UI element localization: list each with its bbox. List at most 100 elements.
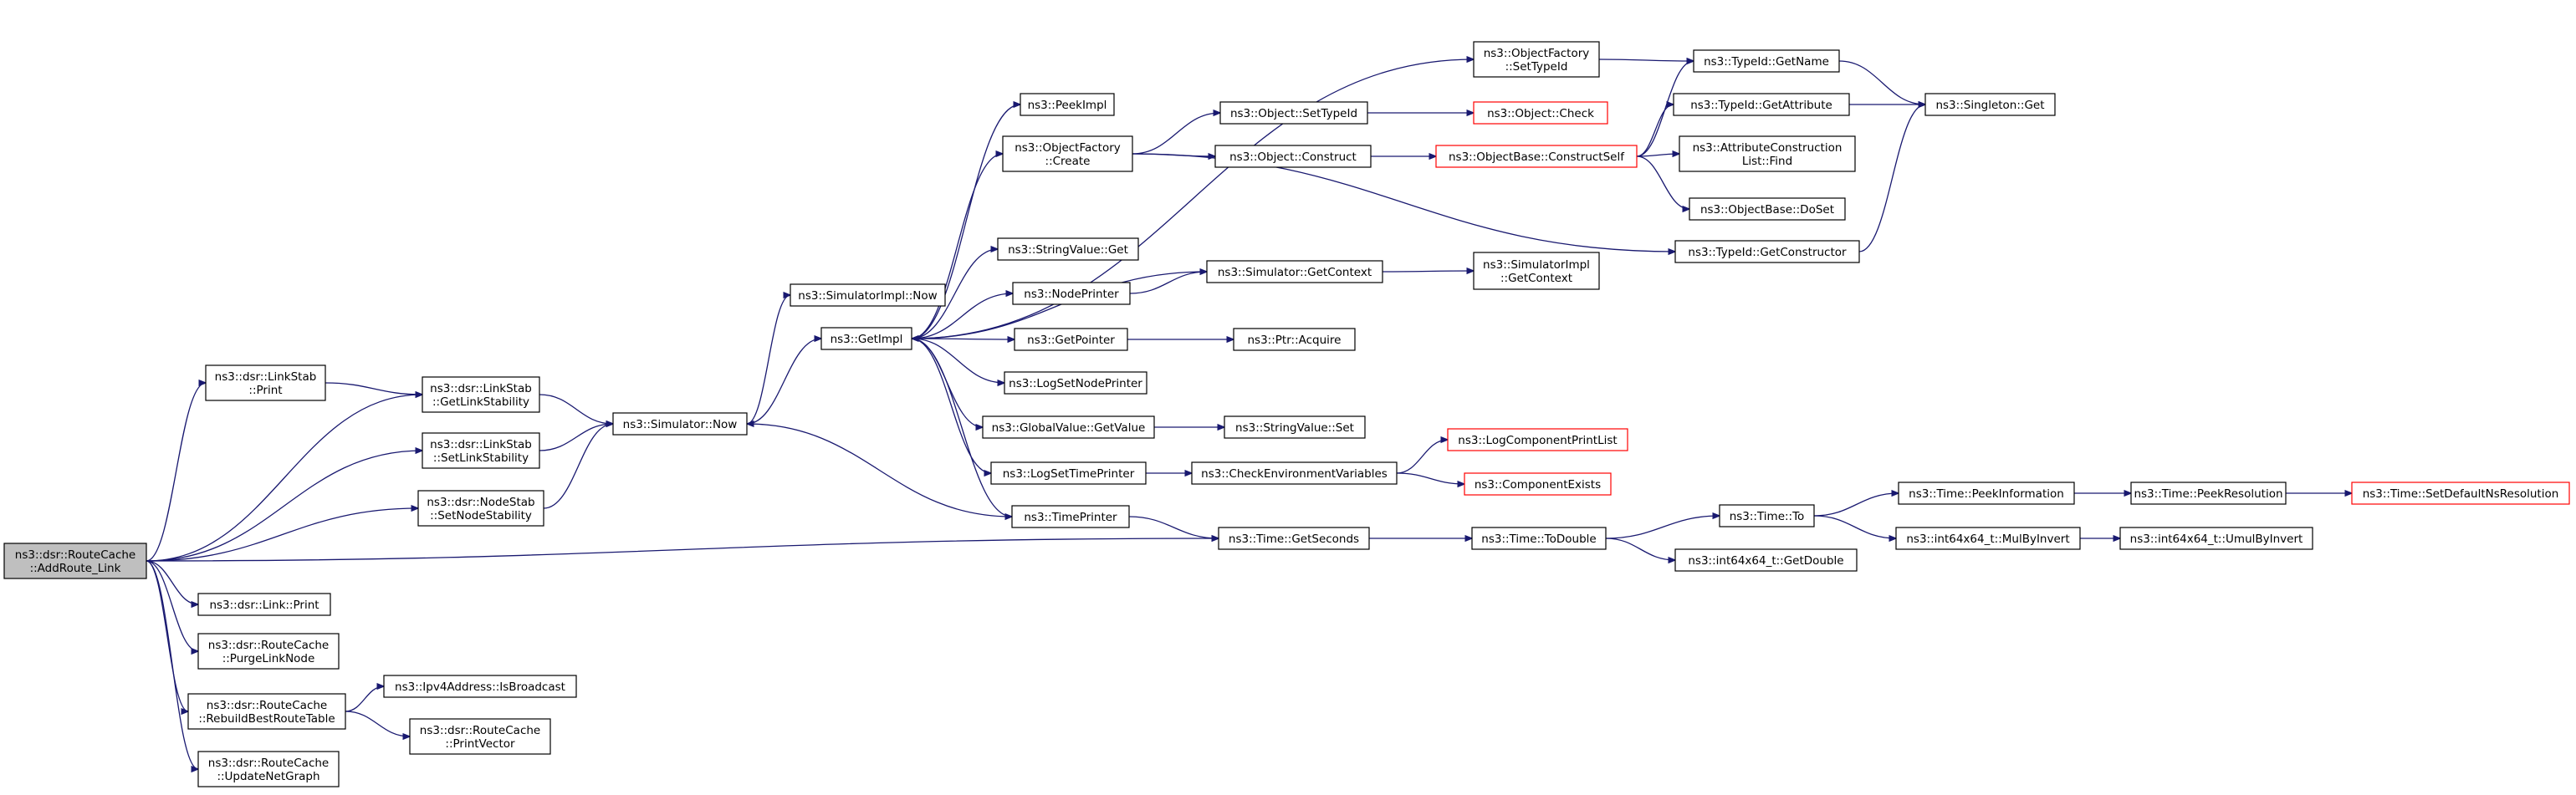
node-singleton-get[interactable]: ns3::Singleton::Get xyxy=(1924,93,2056,116)
node-label: ns3::Time::GetSeconds xyxy=(1229,533,1359,546)
node-time-todouble[interactable]: ns3::Time::ToDouble xyxy=(1471,527,1607,550)
node-getlinkstab[interactable]: ns3::dsr::LinkStab::GetLinkStability xyxy=(422,376,540,413)
node-setnodestab[interactable]: ns3::dsr::NodeStab::SetNodeStability xyxy=(417,490,544,527)
edge-sim_getcontext-to-simimpl_getcontext xyxy=(1382,271,1474,272)
node-obj-check[interactable]: ns3::Object::Check xyxy=(1473,101,1608,125)
node-time-peekinfo[interactable]: ns3::Time::PeekInformation xyxy=(1898,482,2075,505)
node-time-peekres[interactable]: ns3::Time::PeekResolution xyxy=(2130,482,2287,505)
node-isbroadcast[interactable]: ns3::Ipv4Address::IsBroadcast xyxy=(383,675,577,698)
node-ob-doset[interactable]: ns3::ObjectBase::DoSet xyxy=(1689,197,1846,221)
node-rebuild[interactable]: ns3::dsr::RouteCache::RebuildBestRouteTa… xyxy=(187,693,346,730)
node-peekimpl[interactable]: ns3::PeekImpl xyxy=(1020,93,1115,116)
edge-getimpl-to-nodeprinter xyxy=(911,293,1013,339)
node-box xyxy=(1895,527,2081,550)
node-label: ::Create xyxy=(1045,155,1091,168)
node-label: ns3::Ptr::Acquire xyxy=(1248,334,1342,347)
node-box xyxy=(1674,548,1858,572)
node-obj-settypeid[interactable]: ns3::Object::SetTypeId xyxy=(1219,101,1368,125)
node-tid-getconstructor[interactable]: ns3::TypeId::GetConstructor xyxy=(1674,240,1860,263)
node-printvector[interactable]: ns3::dsr::RouteCache::PrintVector xyxy=(409,718,551,755)
node-simimpl-now[interactable]: ns3::SimulatorImpl::Now xyxy=(790,283,946,307)
node-time-to[interactable]: ns3::Time::To xyxy=(1719,504,1815,527)
node-addroute[interactable]: ns3::dsr::RouteCache::AddRoute_Link xyxy=(3,543,147,579)
node-obj-construct[interactable]: ns3::Object::Construct xyxy=(1214,145,1372,168)
node-label: ns3::GetPointer xyxy=(1027,334,1115,347)
node-ptr-acquire[interactable]: ns3::Ptr::Acquire xyxy=(1233,328,1356,351)
edges-layer xyxy=(146,59,2352,769)
node-label: ns3::NodePrinter xyxy=(1024,288,1119,301)
node-setlinkstab[interactable]: ns3::dsr::LinkStab::SetLinkStability xyxy=(422,432,540,469)
node-time-setdefault[interactable]: ns3::Time::SetDefaultNsResolution xyxy=(2351,482,2570,505)
edge-getimpl-to-strval_get xyxy=(911,249,998,339)
node-getimpl[interactable]: ns3::GetImpl xyxy=(820,327,912,350)
node-of-create[interactable]: ns3::ObjectFactory::Create xyxy=(1002,135,1133,172)
node-label: ns3::Simulator::Now xyxy=(623,418,738,431)
node-box xyxy=(422,432,540,469)
node-box xyxy=(1224,415,1366,439)
edge-ob_constructself-to-tid_getattribute xyxy=(1636,104,1674,157)
edge-addroute-to-setnodestab xyxy=(146,508,418,562)
node-logsetnode[interactable]: ns3::LogSetNodePrinter xyxy=(1004,371,1147,395)
node-compexists[interactable]: ns3::ComponentExists xyxy=(1464,472,1612,496)
node-label: ns3::Singleton::Get xyxy=(1935,99,2044,112)
node-box xyxy=(197,593,331,616)
node-box xyxy=(1679,135,1856,172)
node-int64-getdouble[interactable]: ns3::int64x64_t::GetDouble xyxy=(1674,548,1858,572)
node-ob-constructself[interactable]: ns3::ObjectBase::ConstructSelf xyxy=(1435,145,1638,168)
edge-rebuild-to-isbroadcast xyxy=(345,686,384,712)
node-timeprinter[interactable]: ns3::TimePrinter xyxy=(1011,505,1130,528)
node-strval-get[interactable]: ns3::StringValue::Get xyxy=(997,237,1139,261)
node-int64-mulbyinvert[interactable]: ns3::int64x64_t::MulByInvert xyxy=(1895,527,2081,550)
node-box xyxy=(187,693,346,730)
node-box xyxy=(1473,252,1600,290)
node-tid-getname[interactable]: ns3::TypeId::GetName xyxy=(1693,49,1840,73)
node-label: ns3::TypeId::GetConstructor xyxy=(1688,246,1847,259)
node-label: ns3::Time::PeekResolution xyxy=(2134,487,2282,501)
node-time-getseconds[interactable]: ns3::Time::GetSeconds xyxy=(1218,527,1370,550)
node-box xyxy=(1206,260,1383,283)
node-box xyxy=(197,751,340,787)
node-simimpl-getcontext[interactable]: ns3::SimulatorImpl::GetContext xyxy=(1473,252,1600,290)
node-sim-now[interactable]: ns3::Simulator::Now xyxy=(612,412,748,436)
node-box xyxy=(1233,328,1356,351)
node-link-print[interactable]: ns3::dsr::Link::Print xyxy=(197,593,331,616)
node-label: List::Find xyxy=(1742,155,1792,168)
node-int64-umulbyinvert[interactable]: ns3::int64x64_t::UmulByInvert xyxy=(2119,527,2313,550)
node-nodeprinter[interactable]: ns3::NodePrinter xyxy=(1012,282,1131,305)
node-label: ns3::Ipv4Address::IsBroadcast xyxy=(395,680,565,694)
node-label: ns3::dsr::Link::Print xyxy=(209,599,319,612)
node-updatenet[interactable]: ns3::dsr::RouteCache::UpdateNetGraph xyxy=(197,751,340,787)
node-tid-getattribute[interactable]: ns3::TypeId::GetAttribute xyxy=(1673,93,1850,116)
node-logsettime[interactable]: ns3::LogSetTimePrinter xyxy=(990,461,1147,485)
node-label: ::SetTypeId xyxy=(1505,60,1568,74)
node-strval-set[interactable]: ns3::StringValue::Set xyxy=(1224,415,1366,439)
node-checkenv[interactable]: ns3::CheckEnvironmentVariables xyxy=(1191,461,1398,485)
node-label: ns3::Simulator::GetContext xyxy=(1218,266,1372,279)
node-label: ns3::Object::Check xyxy=(1487,107,1594,120)
node-box xyxy=(1004,371,1147,395)
node-logcompprint[interactable]: ns3::LogComponentPrintList xyxy=(1447,428,1628,451)
edge-of_settypeid-to-tid_getname xyxy=(1598,59,1694,61)
node-label: ns3::GetImpl xyxy=(831,333,903,346)
edge-setlinkstab-to-sim_now xyxy=(539,424,613,451)
node-label: ns3::ObjectFactory xyxy=(1015,141,1121,155)
node-box xyxy=(1924,93,2056,116)
node-of-settypeid[interactable]: ns3::ObjectFactory::SetTypeId xyxy=(1473,41,1600,78)
node-box xyxy=(1435,145,1638,168)
edge-nodeprinter-to-sim_getcontext xyxy=(1129,272,1207,294)
node-purgelink[interactable]: ns3::dsr::RouteCache::PurgeLinkNode xyxy=(197,633,340,670)
node-sim-getcontext[interactable]: ns3::Simulator::GetContext xyxy=(1206,260,1383,283)
node-box xyxy=(1218,527,1370,550)
node-gv-getvalue[interactable]: ns3::GlobalValue::GetValue xyxy=(982,415,1155,439)
edge-addroute-to-linkstab_print xyxy=(146,383,206,562)
node-box xyxy=(790,283,946,307)
node-linkstab-print[interactable]: ns3::dsr::LinkStab::Print xyxy=(205,364,326,401)
node-label: ns3::Time::PeekInformation xyxy=(1909,487,2064,501)
node-box xyxy=(2130,482,2287,505)
edge-checkenv-to-logcompprint xyxy=(1396,440,1448,474)
node-getpointer[interactable]: ns3::GetPointer xyxy=(1014,328,1128,351)
node-label: ns3::LogComponentPrintList xyxy=(1458,434,1617,447)
node-label: ::UpdateNetGraph xyxy=(217,770,319,783)
node-box xyxy=(1471,527,1607,550)
